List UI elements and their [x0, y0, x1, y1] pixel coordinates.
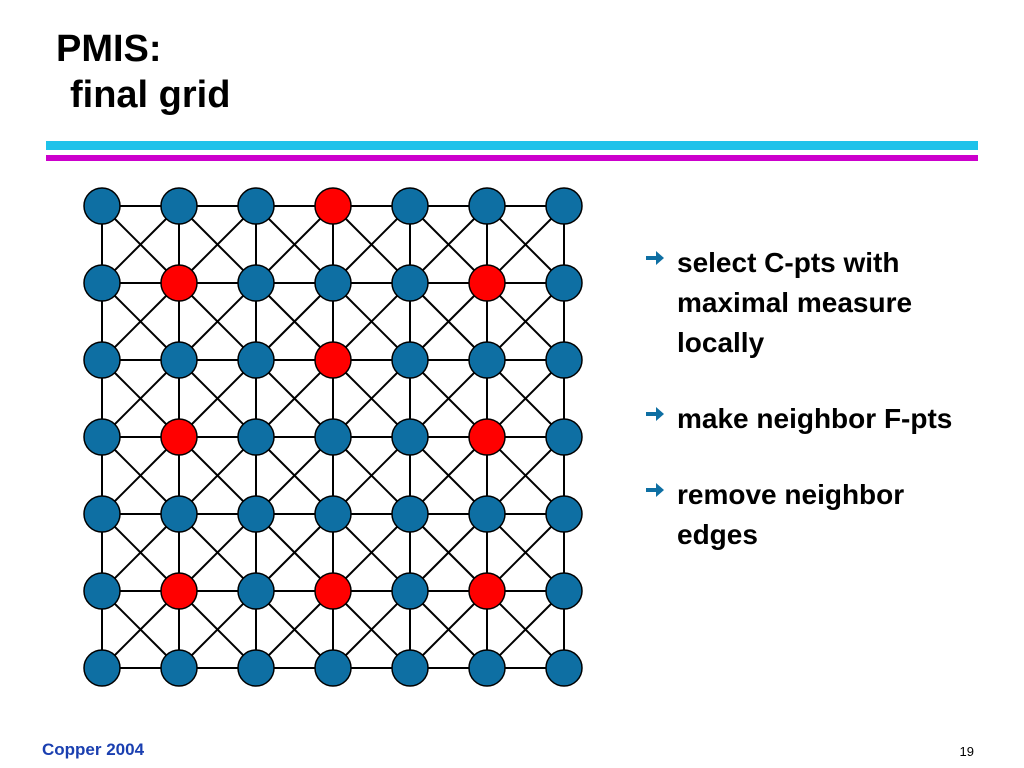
f-point-node	[391, 341, 429, 379]
c-point-node	[160, 264, 198, 302]
bullet-item: select C-pts with maximal measure locall…	[644, 243, 984, 363]
c-point-node	[314, 187, 352, 225]
f-point-node	[237, 572, 275, 610]
bullet-item: remove neighbor edges	[644, 475, 984, 555]
c-point-node	[468, 264, 506, 302]
f-point-node	[237, 264, 275, 302]
footer-title: Copper 2004	[42, 740, 145, 759]
grid-nodes	[83, 187, 583, 687]
f-point-node	[314, 418, 352, 456]
f-point-node	[391, 572, 429, 610]
bullet-text: remove neighbor edges	[677, 479, 905, 550]
f-point-node	[83, 418, 121, 456]
f-point-node	[391, 418, 429, 456]
f-point-node	[237, 341, 275, 379]
f-point-node	[545, 495, 583, 533]
f-point-node	[391, 495, 429, 533]
slide-title: PMIS: final grid	[56, 26, 230, 118]
f-point-node	[391, 264, 429, 302]
c-point-node	[160, 418, 198, 456]
f-point-node	[545, 341, 583, 379]
f-point-node	[237, 495, 275, 533]
f-point-node	[83, 649, 121, 687]
title-line-2: final grid	[70, 74, 231, 116]
f-point-node	[83, 572, 121, 610]
f-point-node	[83, 264, 121, 302]
f-point-node	[391, 649, 429, 687]
f-point-node	[468, 187, 506, 225]
f-point-node	[160, 341, 198, 379]
f-point-node	[237, 418, 275, 456]
c-point-node	[468, 572, 506, 610]
f-point-node	[545, 418, 583, 456]
f-point-node	[545, 187, 583, 225]
f-point-node	[314, 495, 352, 533]
f-point-node	[83, 341, 121, 379]
bullet-text: make neighbor F-pts	[677, 403, 953, 434]
f-point-node	[468, 649, 506, 687]
c-point-node	[160, 572, 198, 610]
f-point-node	[314, 649, 352, 687]
f-point-node	[545, 649, 583, 687]
f-point-node	[468, 341, 506, 379]
page-number: 19	[959, 744, 974, 759]
arrow-right-icon	[646, 483, 664, 497]
c-point-node	[314, 341, 352, 379]
f-point-node	[83, 187, 121, 225]
f-point-node	[160, 649, 198, 687]
f-point-node	[314, 264, 352, 302]
title-rule-gap	[46, 150, 978, 154]
f-point-node	[545, 264, 583, 302]
f-point-node	[237, 187, 275, 225]
f-point-node	[237, 649, 275, 687]
f-point-node	[160, 495, 198, 533]
bullet-item: make neighbor F-pts	[644, 399, 984, 439]
f-point-node	[545, 572, 583, 610]
f-point-node	[391, 187, 429, 225]
arrow-right-icon	[646, 251, 664, 265]
c-point-node	[468, 418, 506, 456]
bullet-text: select C-pts with maximal measure locall…	[677, 247, 913, 358]
bullet-list: select C-pts with maximal measure locall…	[644, 243, 984, 591]
arrow-right-icon	[646, 407, 664, 421]
f-point-node	[160, 187, 198, 225]
title-line-1: PMIS:	[56, 28, 162, 70]
f-point-node	[468, 495, 506, 533]
pmis-grid-diagram	[83, 187, 583, 687]
title-rule-cyan	[46, 141, 978, 150]
title-rule-magenta	[46, 155, 978, 161]
c-point-node	[314, 572, 352, 610]
f-point-node	[83, 495, 121, 533]
